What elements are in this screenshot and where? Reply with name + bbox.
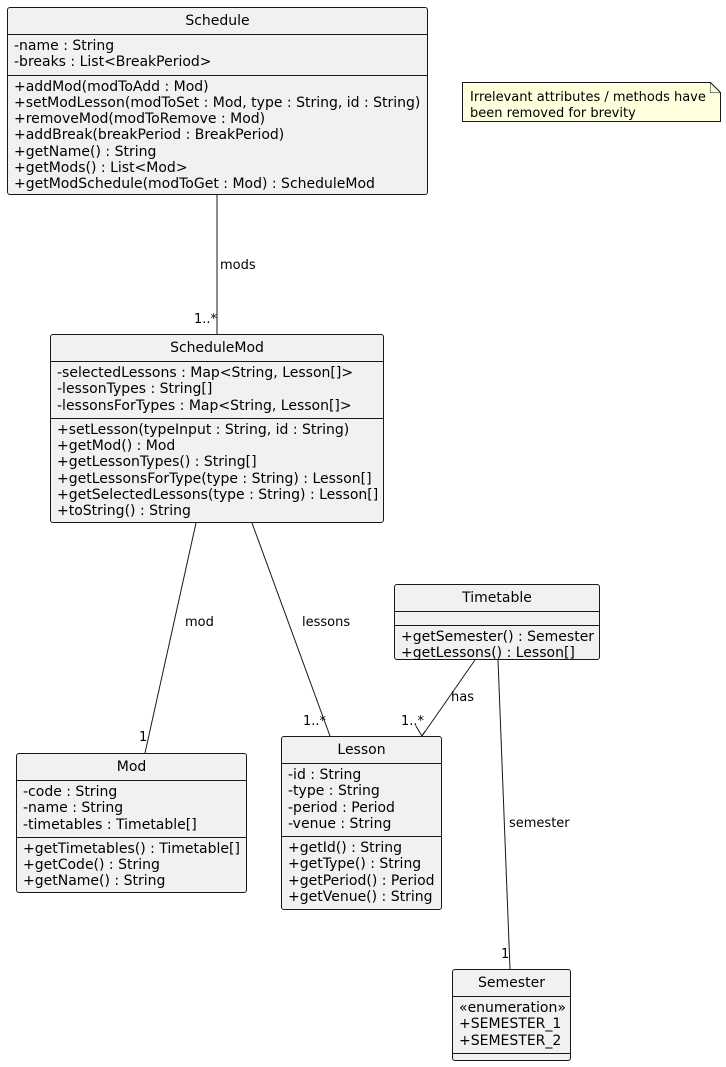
methods-section: +addMod(modToAdd : Mod) +setModLesson(mo…	[8, 74, 427, 197]
relation-label-mods: mods	[220, 258, 256, 273]
attribute: -id : String	[288, 767, 362, 783]
attribute: -type : String	[288, 783, 380, 800]
class-lesson[interactable]: Lesson -id : String -type : String -peri…	[281, 736, 442, 910]
methods-section: +getId() : String +getType() : String +g…	[282, 836, 441, 909]
methods-section	[453, 1052, 570, 1067]
methods-section: +setLesson(typeInput : String, id : Stri…	[51, 417, 383, 524]
method: +getLessonTypes() : String[]	[57, 454, 257, 471]
relation-label-mod: mod	[185, 615, 214, 630]
method: +addMod(modToAdd : Mod)	[14, 78, 209, 95]
class-name: Timetable	[462, 590, 532, 606]
note: Irrelevant attributes / methods have bee…	[462, 82, 721, 122]
attributes-section	[395, 611, 599, 625]
attribute: -venue : String	[288, 815, 392, 832]
class-name: ScheduleMod	[170, 340, 264, 356]
attributes-section: -name : String -breaks : List<BreakPerio…	[8, 34, 427, 75]
method: +getId() : String	[288, 840, 403, 857]
timetable-to-semester-line	[497, 659, 511, 970]
method: +toString() : String	[57, 503, 191, 520]
multiplicity-mod: 1	[139, 730, 148, 745]
class-name: Mod	[116, 759, 147, 775]
methods-section: +getSemester() : Semester +getLessons() …	[395, 625, 599, 666]
attribute: -name : String	[23, 800, 124, 817]
class-schedulemod[interactable]: ScheduleMod -selectedLessons : Map<Strin…	[50, 334, 384, 523]
multiplicity-lesson-from-timetable: 1..*	[401, 714, 425, 729]
attribute: -period : Period	[288, 799, 395, 816]
class-schedule[interactable]: Schedule -name : String -breaks : List<B…	[7, 7, 428, 195]
method: +getMod() : Mod	[57, 438, 176, 455]
attribute: -timetables : Timetable[]	[23, 816, 197, 833]
method: +getName() : String	[23, 873, 166, 890]
method: +removeMod(modToRemove : Mod)	[14, 111, 266, 128]
class-semester[interactable]: Semester «enumeration» +SEMESTER_1 +SEME…	[452, 969, 571, 1061]
method: +getPeriod() : Period	[288, 872, 435, 889]
schedulemod-to-lesson-line	[251, 522, 331, 737]
method: +getModSchedule(modToGet : Mod) : Schedu…	[14, 176, 375, 193]
attribute: -selectedLessons : Map<String, Lesson[]>	[57, 365, 354, 381]
timetable-to-lesson-line	[421, 659, 476, 737]
method: +getName() : String	[14, 143, 157, 160]
attributes-section: «enumeration» +SEMESTER_1 +SEMESTER_2	[453, 996, 570, 1053]
method: +getLessons() : Lesson[]	[401, 645, 575, 662]
class-name: Schedule	[185, 13, 250, 29]
attribute: -lessonTypes : String[]	[57, 381, 213, 398]
relation-label-semester: semester	[509, 816, 570, 831]
relation-label-lessons: lessons	[302, 615, 351, 630]
attributes-section: -id : String -type : String -period : Pe…	[282, 763, 441, 836]
class-name: Semester	[478, 975, 545, 991]
note-text: Irrelevant attributes / methods have	[470, 90, 706, 105]
multiplicity-schedulemod: 1..*	[194, 312, 218, 327]
attributes-section: -code : String -name : String -timetable…	[17, 780, 246, 837]
enumeration-stereotype: «enumeration»	[459, 1000, 566, 1016]
method: +getVenue() : String	[288, 889, 433, 906]
method: +getCode() : String	[23, 857, 160, 874]
method: +setLesson(typeInput : String, id : Stri…	[57, 421, 350, 438]
attribute: -code : String	[23, 784, 118, 800]
methods-section: +getTimetables() : Timetable[] +getCode(…	[17, 836, 246, 894]
schedulemod-to-mod-line	[144, 522, 197, 754]
multiplicity-lesson-from-schedulemod: 1..*	[303, 714, 327, 729]
multiplicity-semester: 1	[501, 947, 510, 962]
class-name: Lesson	[337, 742, 386, 758]
class-mod[interactable]: Mod -code : String -name : String -timet…	[16, 753, 247, 893]
class-timetable[interactable]: Timetable +getSemester() : Semester +get…	[394, 584, 600, 661]
attribute: -breaks : List<BreakPeriod>	[14, 54, 212, 71]
method: +getType() : String	[288, 856, 422, 873]
relation-label-has: has	[451, 690, 474, 705]
enum-value: +SEMESTER_1	[459, 1016, 562, 1033]
attribute: -name : String	[14, 38, 115, 54]
method: +getSelectedLessons(type : String) : Les…	[57, 487, 379, 504]
method: +getTimetables() : Timetable[]	[23, 840, 240, 857]
attributes-section: -selectedLessons : Map<String, Lesson[]>…	[51, 361, 383, 418]
method: +getSemester() : Semester	[401, 629, 595, 645]
note-fold-corner	[710, 82, 721, 93]
method: +addBreak(breakPeriod : BreakPeriod)	[14, 127, 285, 144]
enum-value: +SEMESTER_2	[459, 1032, 562, 1049]
attribute: -lessonsForTypes : Map<String, Lesson[]>	[57, 397, 352, 414]
method: +getLessonsForType(type : String) : Less…	[57, 470, 372, 487]
method: +setModLesson(modToSet : Mod, type : Str…	[14, 94, 421, 111]
note-text: been removed for brevity	[470, 105, 636, 121]
method: +getMods() : List<Mod>	[14, 160, 188, 177]
